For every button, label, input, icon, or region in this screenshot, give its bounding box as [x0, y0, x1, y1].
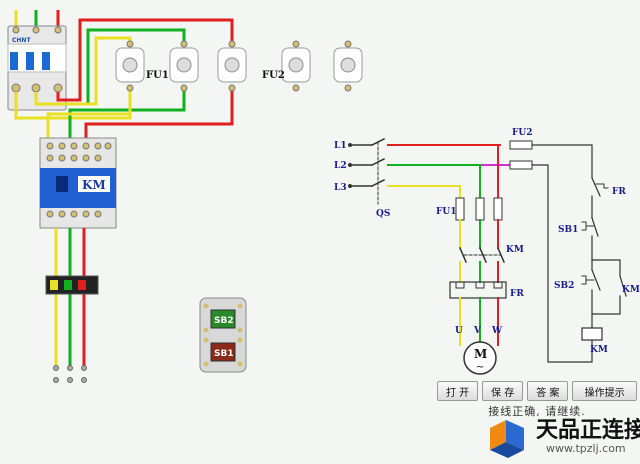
line-l2-label: L2 — [334, 161, 347, 171]
watermark: 天品正连接 www.tpzlj.com — [484, 410, 640, 464]
answer-button[interactable]: 答 案 — [527, 381, 569, 401]
motor-symbol: ~ — [476, 362, 484, 373]
motor-terminals[interactable] — [53, 365, 87, 383]
sb1-contact: SB1 — [558, 217, 599, 237]
coil-km-label: KM — [590, 345, 608, 355]
thermal-relay[interactable] — [45, 275, 99, 295]
contactor-label: KM — [82, 178, 106, 192]
sb2-button[interactable]: SB2 — [210, 309, 236, 329]
fu2-label: FU2 — [262, 70, 285, 81]
push-button-box: SB2 SB1 — [199, 297, 247, 373]
watermark-brand: 天品正连接 — [536, 418, 640, 443]
sb1-label: SB1 — [214, 349, 234, 359]
phase-u-label: U — [455, 326, 463, 336]
phase-v-label: V — [473, 326, 482, 336]
sb2-schematic-label: SB2 — [554, 281, 574, 291]
km-aux-contact: KM — [619, 275, 640, 297]
save-button[interactable]: 保 存 — [482, 381, 524, 401]
circuit-breaker[interactable]: CHNT — [7, 25, 67, 111]
status-message: 接线正确, 请继续. — [488, 405, 586, 418]
toolbar: 打 开 保 存 答 案 操作提示 — [437, 381, 637, 401]
sb1-schematic-label: SB1 — [558, 225, 578, 235]
contactor-km[interactable]: KM — [39, 137, 117, 229]
motor: M ~ — [463, 341, 497, 375]
open-button[interactable]: 打 开 — [437, 381, 479, 401]
fu2-schematic-label: FU2 — [512, 128, 533, 138]
physical-wiring: CHNT FU1 FU2 — [7, 10, 363, 383]
km-main-label: KM — [506, 245, 524, 255]
sb2-label: SB2 — [214, 316, 234, 326]
fuse-fu2: FU2 — [509, 128, 533, 170]
line-l1-label: L1 — [334, 141, 347, 151]
coil-km: KM — [581, 327, 608, 355]
watermark-logo-icon — [490, 420, 524, 458]
qs-label: QS — [376, 209, 390, 219]
watermark-url: www.tpzlj.com — [546, 442, 626, 455]
line-l3-label: L3 — [334, 183, 347, 193]
breaker-brand: CHNT — [12, 37, 31, 44]
km-aux-label: KM — [622, 285, 640, 295]
fuse-fu1: FU1 — [436, 197, 503, 221]
switch-qs: QS — [370, 137, 390, 219]
sb2-contact: SB2 — [554, 269, 601, 291]
fr-ctrl-label: FR — [612, 187, 626, 197]
fu1-schematic-label: FU1 — [436, 207, 457, 217]
sb1-button[interactable]: SB1 — [210, 342, 236, 362]
km-main-contacts: KM — [459, 245, 524, 263]
fuse-group-fu1[interactable]: FU1 — [115, 40, 247, 92]
thermal-relay-fr: FR — [449, 281, 524, 299]
schematic: L1 L2 L3 QS FU1 — [334, 128, 640, 375]
fuse-group-fu2[interactable]: FU2 — [262, 40, 363, 92]
motor-label: M — [474, 347, 487, 361]
fu1-label: FU1 — [146, 70, 169, 81]
fr-control-contact: FR — [591, 177, 626, 197]
fr-main-label: FR — [510, 289, 524, 299]
breaker-handle — [10, 52, 18, 70]
hint-button[interactable]: 操作提示 — [572, 381, 637, 401]
phase-w-label: W — [491, 326, 503, 336]
